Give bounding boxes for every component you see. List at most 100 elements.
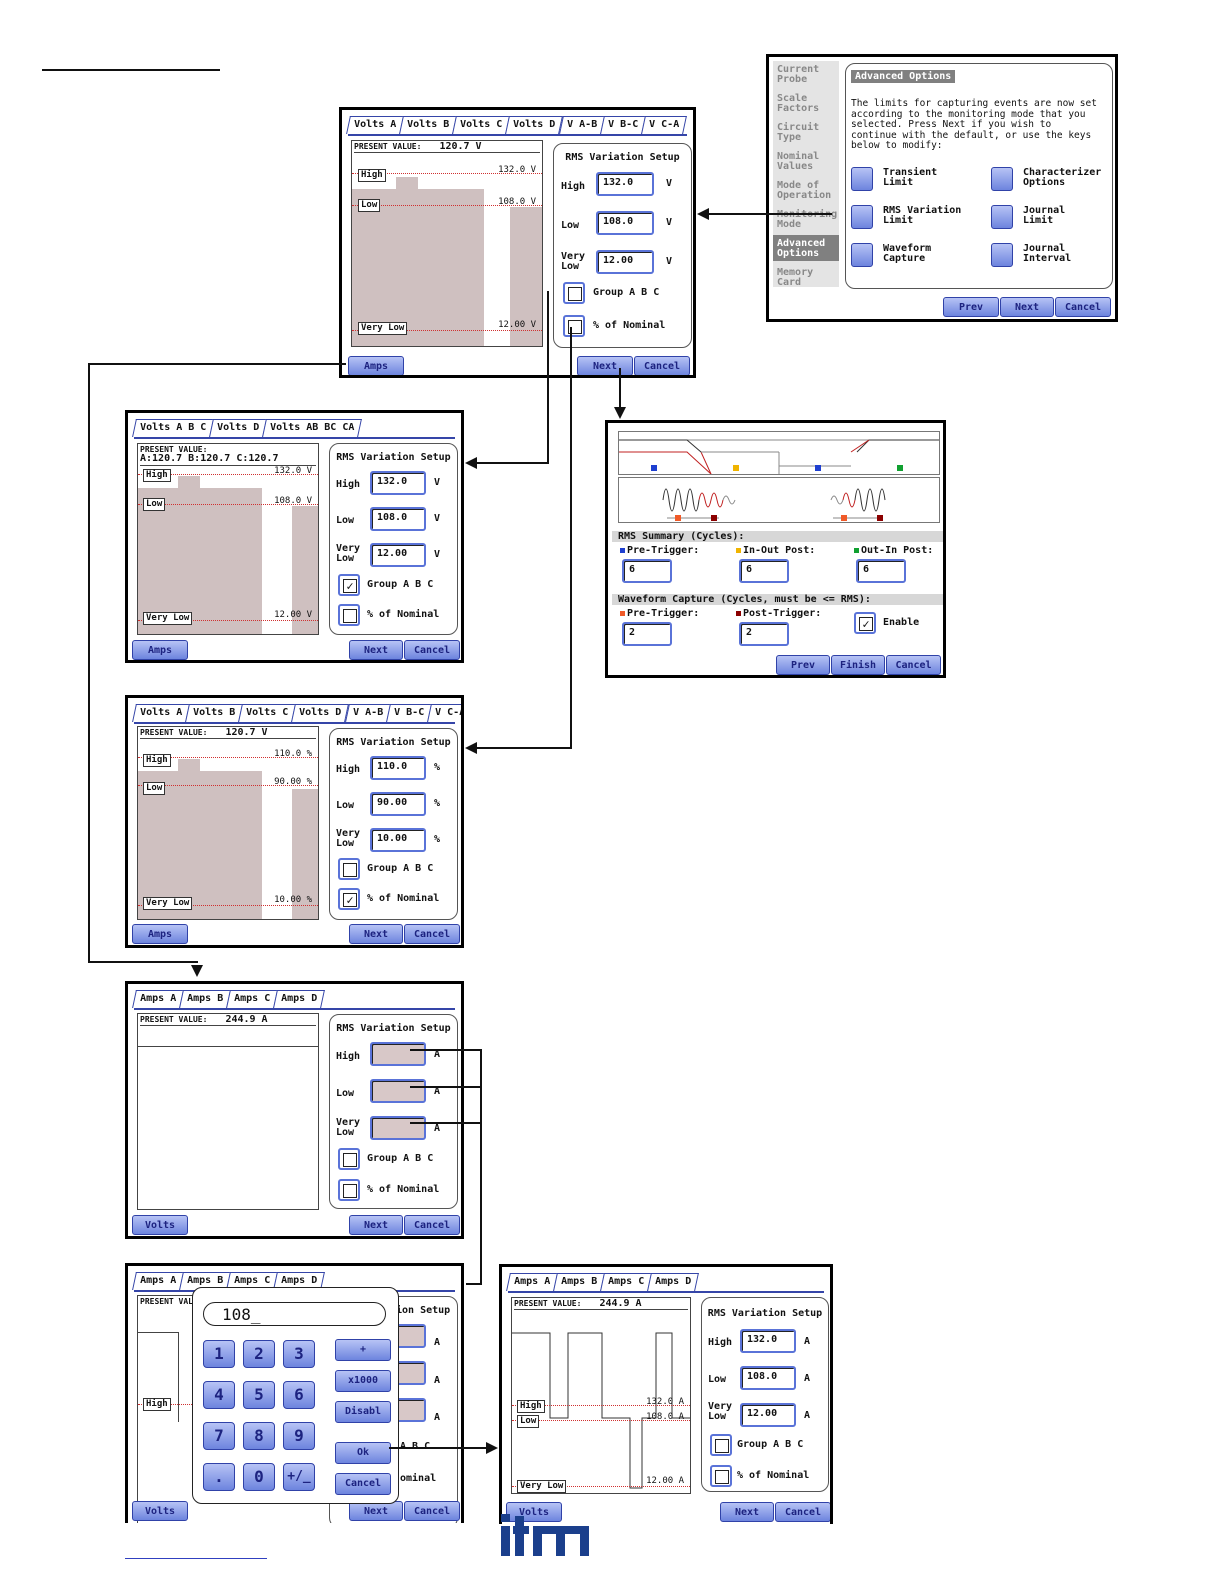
cancel-button[interactable]: Cancel xyxy=(1055,297,1111,317)
tab-amps-c[interactable]: Amps C xyxy=(600,1273,653,1291)
key-decimal[interactable]: . xyxy=(203,1463,235,1491)
tab-volts-d[interactable]: Volts D xyxy=(291,704,350,722)
very-low-input[interactable]: 12.00 xyxy=(740,1403,796,1427)
key-6[interactable]: 6 xyxy=(283,1381,315,1409)
tab-amps-d[interactable]: Amps D xyxy=(647,1273,700,1291)
next-button[interactable]: Next xyxy=(720,1502,774,1522)
tab-amps-a[interactable]: Amps A xyxy=(506,1273,559,1291)
tab-amps-d[interactable]: Amps D xyxy=(273,990,326,1008)
high-input[interactable]: 132.0 xyxy=(596,172,654,196)
tab-v-ab[interactable]: V A-B xyxy=(558,116,605,134)
tab-v-ab[interactable]: V A-B xyxy=(344,704,391,722)
tab-volts-d[interactable]: Volts D xyxy=(209,419,268,437)
waveform-capture-button[interactable] xyxy=(851,243,873,267)
high-input[interactable]: 132.0 xyxy=(740,1329,796,1353)
key-1[interactable]: 1 xyxy=(203,1340,235,1368)
percent-nominal-checkbox[interactable]: ✓ xyxy=(338,888,360,910)
percent-nominal-checkbox[interactable] xyxy=(563,315,585,337)
key-8[interactable]: 8 xyxy=(243,1422,275,1450)
tab-amps-c[interactable]: Amps C xyxy=(226,990,279,1008)
in-out-post-input[interactable]: 6 xyxy=(739,559,789,583)
high-input[interactable]: 110.0 xyxy=(370,756,426,780)
ok-button[interactable]: Ok xyxy=(335,1442,391,1464)
key-4[interactable]: 4 xyxy=(203,1381,235,1409)
transient-limit-button[interactable] xyxy=(851,167,873,191)
high-input[interactable]: 132.0 xyxy=(370,471,426,495)
next-button[interactable]: Next xyxy=(349,924,403,944)
tab-volts-c[interactable]: Volts C xyxy=(238,704,297,722)
low-input[interactable]: 108.0 xyxy=(596,211,654,235)
keypad-entry-field[interactable]: 108_ xyxy=(203,1302,386,1326)
tab-v-bc[interactable]: V B-C xyxy=(385,704,432,722)
tab-amps-b[interactable]: Amps B xyxy=(179,990,232,1008)
percent-nominal-checkbox[interactable] xyxy=(338,1179,360,1201)
tab-volts-abc[interactable]: Volts A B C xyxy=(132,419,215,437)
very-low-input[interactable] xyxy=(370,1116,426,1140)
enable-checkbox[interactable]: ✓ xyxy=(854,612,876,634)
waveform-post-trigger-input[interactable]: 2 xyxy=(739,622,789,646)
journal-interval-button[interactable] xyxy=(991,243,1013,267)
amps-button[interactable]: Amps xyxy=(132,924,188,944)
prev-button[interactable]: Prev xyxy=(776,655,830,675)
out-in-post-input[interactable]: 6 xyxy=(856,559,906,583)
tab-volts-a[interactable]: Volts A xyxy=(132,704,191,722)
tab-volts-a[interactable]: Volts A xyxy=(346,116,405,134)
very-low-input[interactable]: 10.00 xyxy=(370,828,426,852)
disable-button[interactable]: Disabl xyxy=(335,1401,391,1423)
key-5[interactable]: 5 xyxy=(243,1381,275,1409)
tab-v-ca[interactable]: V C-A xyxy=(640,116,687,134)
tab-amps-b[interactable]: Amps B xyxy=(553,1273,606,1291)
high-input[interactable] xyxy=(370,1042,426,1066)
percent-nominal-checkbox[interactable] xyxy=(710,1465,732,1487)
tab-v-bc[interactable]: V B-C xyxy=(599,116,646,134)
tab-volts-c[interactable]: Volts C xyxy=(452,116,511,134)
key-0[interactable]: 0 xyxy=(243,1463,275,1491)
low-input[interactable]: 90.00 xyxy=(370,792,426,816)
key-2[interactable]: 2 xyxy=(243,1340,275,1368)
volts-button[interactable]: Volts xyxy=(132,1501,188,1521)
cancel-button[interactable]: Cancel xyxy=(335,1473,391,1495)
cancel-button[interactable]: Cancel xyxy=(634,356,690,375)
cancel-button[interactable]: Cancel xyxy=(775,1502,830,1522)
group-abc-checkbox[interactable] xyxy=(563,282,585,304)
tab-volts-b[interactable]: Volts B xyxy=(399,116,458,134)
journal-limit-button[interactable] xyxy=(991,205,1013,229)
tab-volts-d[interactable]: Volts D xyxy=(505,116,564,134)
cancel-button[interactable]: Cancel xyxy=(886,655,941,675)
group-abc-checkbox[interactable] xyxy=(338,858,360,880)
waveform-pre-trigger-input[interactable]: 2 xyxy=(622,622,672,646)
cancel-button[interactable]: Cancel xyxy=(404,1215,460,1235)
key-3[interactable]: 3 xyxy=(283,1340,315,1368)
low-input[interactable]: 108.0 xyxy=(740,1366,796,1390)
tab-v-ca[interactable]: V C-A xyxy=(426,704,461,722)
x1000-button[interactable]: x1000 xyxy=(335,1370,391,1392)
characterizer-options-button[interactable] xyxy=(991,167,1013,191)
pre-trigger-input[interactable]: 6 xyxy=(622,559,672,583)
amps-button[interactable]: Amps xyxy=(132,640,188,660)
tab-volts-ab-bc-ca[interactable]: Volts AB BC CA xyxy=(262,419,363,437)
amps-button[interactable]: Amps xyxy=(348,356,404,375)
prev-button[interactable]: Prev xyxy=(943,297,999,317)
next-button[interactable]: Next xyxy=(577,356,633,375)
next-button[interactable]: Next xyxy=(349,1215,403,1235)
group-abc-checkbox[interactable] xyxy=(710,1434,732,1456)
very-low-input[interactable]: 12.00 xyxy=(596,250,654,274)
very-low-input[interactable]: 12.00 xyxy=(370,543,426,567)
cancel-button[interactable]: Cancel xyxy=(404,640,460,660)
percent-nominal-checkbox[interactable] xyxy=(338,604,360,626)
cancel-button[interactable]: Cancel xyxy=(404,1501,460,1521)
next-button[interactable]: Next xyxy=(349,640,403,660)
finish-button[interactable]: Finish xyxy=(831,655,885,675)
next-button[interactable]: Next xyxy=(1000,297,1054,317)
tab-volts-b[interactable]: Volts B xyxy=(185,704,244,722)
plus-button[interactable]: + xyxy=(335,1339,391,1361)
key-9[interactable]: 9 xyxy=(283,1422,315,1450)
rms-variation-limit-button[interactable] xyxy=(851,205,873,229)
group-abc-checkbox[interactable]: ✓ xyxy=(338,574,360,596)
key-7[interactable]: 7 xyxy=(203,1422,235,1450)
